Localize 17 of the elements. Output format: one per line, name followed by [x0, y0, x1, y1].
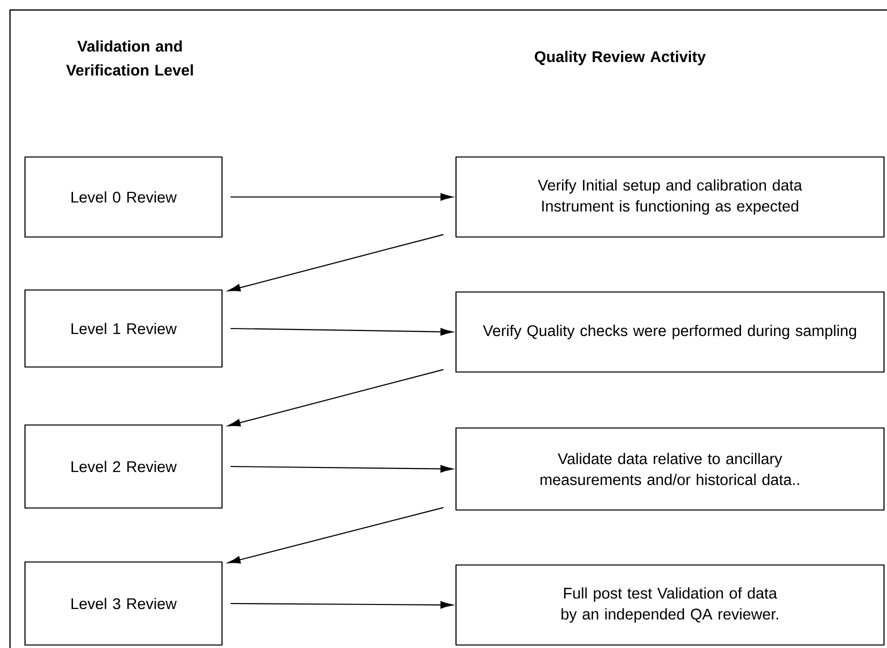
activity-box: Validate data relative to ancillary measurements and/or historical data..: [455, 427, 885, 511]
level-box: Level 1 Review: [24, 289, 223, 368]
column-heading: Validation and Verification Level: [66, 40, 193, 76]
arrow: [228, 507, 444, 564]
activity-box: Verify Quality checks were performed during sampling: [455, 291, 885, 373]
arrow: [230, 328, 453, 336]
activity-box: Full post test Validation of data by an independed QA reviewer.: [455, 564, 885, 646]
level-box: Level 2 Review: [24, 424, 223, 509]
level-box: Level 3 Review: [24, 561, 223, 646]
arrow: [230, 193, 453, 201]
arrow: [230, 465, 453, 473]
arrow: [228, 369, 444, 426]
level-box: Level 0 Review: [24, 156, 223, 238]
arrow: [228, 234, 444, 292]
arrow: [230, 601, 453, 609]
column-heading: Quality Review Activity: [534, 50, 706, 66]
activity-box: Verify Initial setup and calibration data Instrument is functioning as expected: [455, 156, 885, 238]
